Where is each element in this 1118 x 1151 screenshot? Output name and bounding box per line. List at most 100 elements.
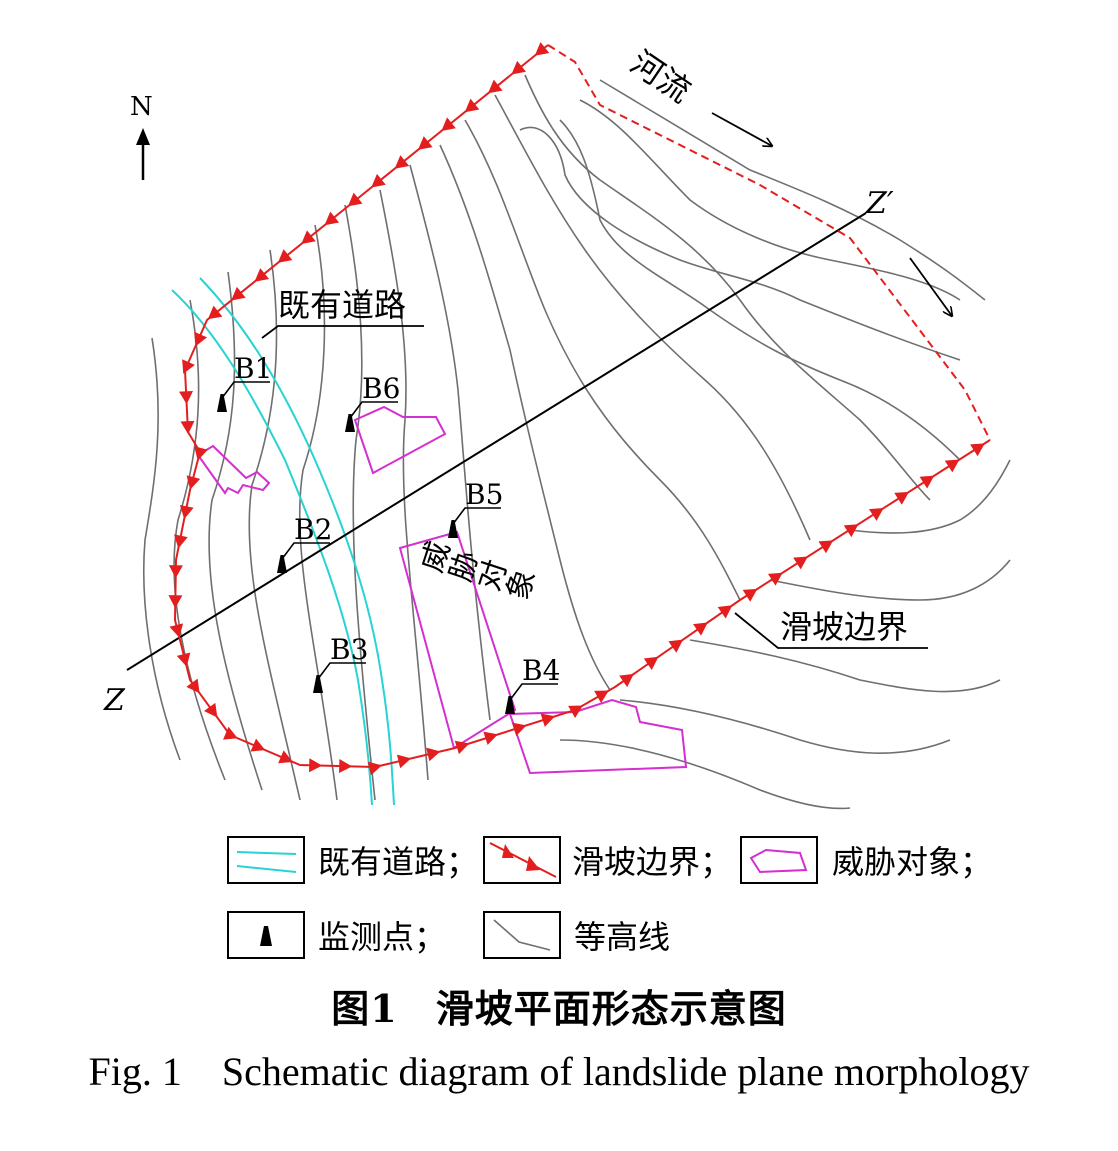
boundary-tick <box>186 678 200 694</box>
road-edge-right <box>199 277 395 806</box>
figure-number-en: Fig. 1 <box>88 1049 182 1094</box>
monitoring-point-b2: B2 <box>277 513 332 573</box>
boundary-tick <box>324 211 340 226</box>
boundary-tick <box>176 652 191 667</box>
monitoring-point-label: B4 <box>522 654 560 687</box>
contour-line <box>344 204 376 801</box>
contour-line <box>439 144 611 691</box>
boundary-tick <box>278 750 293 764</box>
monitoring-point-b5: B5 <box>448 478 503 538</box>
contour-line <box>559 119 961 461</box>
river-flow-arrow-2 <box>909 257 952 316</box>
boundary-tick <box>742 588 758 602</box>
monitoring-point-label: B6 <box>362 372 400 405</box>
legend-monitor-label: 监测点； <box>318 918 446 956</box>
monitoring-point-b4: B4 <box>505 654 560 714</box>
boundary-tick <box>277 249 293 263</box>
legend-road-label: 既有道路； <box>318 843 478 881</box>
boundary-tick <box>394 155 410 169</box>
boundary-tick <box>194 331 208 347</box>
monitoring-point-b6: B6 <box>345 372 400 432</box>
monitoring-point-label: B1 <box>234 352 272 385</box>
contour-line <box>248 249 301 801</box>
road-callout-label: 既有道路 <box>278 286 406 324</box>
boundary-tick <box>207 305 223 320</box>
north-label: N <box>130 92 153 122</box>
boundary-tick <box>254 268 270 282</box>
legend-contour-label: 等高线 <box>574 918 670 956</box>
figure-title-cn: 滑坡平面形态示意图 <box>435 986 787 1031</box>
boundary-tick <box>970 443 985 457</box>
boundary-tick <box>619 673 634 688</box>
monitor-point-icon <box>260 926 272 946</box>
boundary-tick <box>396 754 412 769</box>
monitor-point-icon <box>217 394 227 412</box>
section-label-end: Z′ <box>865 186 894 221</box>
boundary-tick <box>231 286 246 301</box>
boundary-tick <box>483 731 498 745</box>
river-flow-arrow-1 <box>711 112 772 146</box>
monitor-point-icon <box>448 520 458 538</box>
boundary-tick <box>818 540 834 554</box>
boundary-tick <box>464 98 480 113</box>
boundary-tick <box>339 759 353 774</box>
section-label-start: Z <box>103 683 126 718</box>
boundary-tick <box>511 722 527 736</box>
boundary-tick <box>693 622 708 636</box>
boundary-tick <box>309 758 323 773</box>
boundary-tick <box>643 656 659 670</box>
boundary-tick <box>250 738 266 752</box>
boundary-tick <box>168 595 183 609</box>
landslide-boundary <box>168 42 991 776</box>
monitoring-point-b1: B1 <box>217 352 272 412</box>
boundary-tick <box>488 79 503 94</box>
contour-line <box>579 99 961 301</box>
boundary-solid-line <box>173 44 991 769</box>
contour-line <box>464 119 741 601</box>
boundary-tick <box>441 117 456 131</box>
boundary-tick <box>180 420 195 435</box>
boundary-tick <box>223 726 238 740</box>
boundary-tick <box>894 491 909 505</box>
boundary-tick <box>534 42 550 56</box>
figure-number-cn: 图1 <box>331 986 398 1031</box>
contour-line <box>494 94 811 541</box>
boundary-tick <box>301 230 316 244</box>
north-arrow-head-icon <box>136 128 150 145</box>
figure-caption-cn: 图1 滑坡平面形态示意图 <box>0 978 1118 1033</box>
road-callout: 既有道路 <box>261 286 424 339</box>
contour-line <box>849 459 1011 534</box>
boundary-tick <box>426 747 441 762</box>
boundary-tick <box>347 192 363 207</box>
boundary-tick <box>182 359 195 374</box>
boundary-dashed-line <box>547 44 991 441</box>
contour-line <box>689 639 1001 693</box>
road-edge-left <box>171 289 373 806</box>
contour-line <box>769 559 1011 601</box>
boundary-tick <box>944 459 960 473</box>
monitoring-point-label: B2 <box>294 513 332 546</box>
contour-line <box>619 699 951 754</box>
boundary-tick <box>204 702 218 718</box>
boundary-tick <box>568 705 583 719</box>
contour-line <box>409 164 491 721</box>
boundary-tick <box>371 173 386 188</box>
boundary-tick <box>186 475 201 490</box>
monitor-point-icon <box>277 555 287 573</box>
boundary-tick <box>668 639 684 653</box>
boundary-tick <box>174 534 188 549</box>
boundary-ticks <box>168 42 985 776</box>
boundary-tick <box>793 556 808 570</box>
boundary-tick <box>767 572 783 586</box>
contour-line <box>519 126 961 361</box>
boundary-tick <box>168 565 183 579</box>
monitor-point-icon <box>505 696 515 714</box>
monitor-point-icon <box>313 675 323 693</box>
contour-line <box>143 337 181 761</box>
existing-road <box>171 277 395 806</box>
threat-object-house-west <box>196 444 271 495</box>
threat-objects <box>196 405 688 775</box>
threat-object-house-b6 <box>353 405 447 475</box>
